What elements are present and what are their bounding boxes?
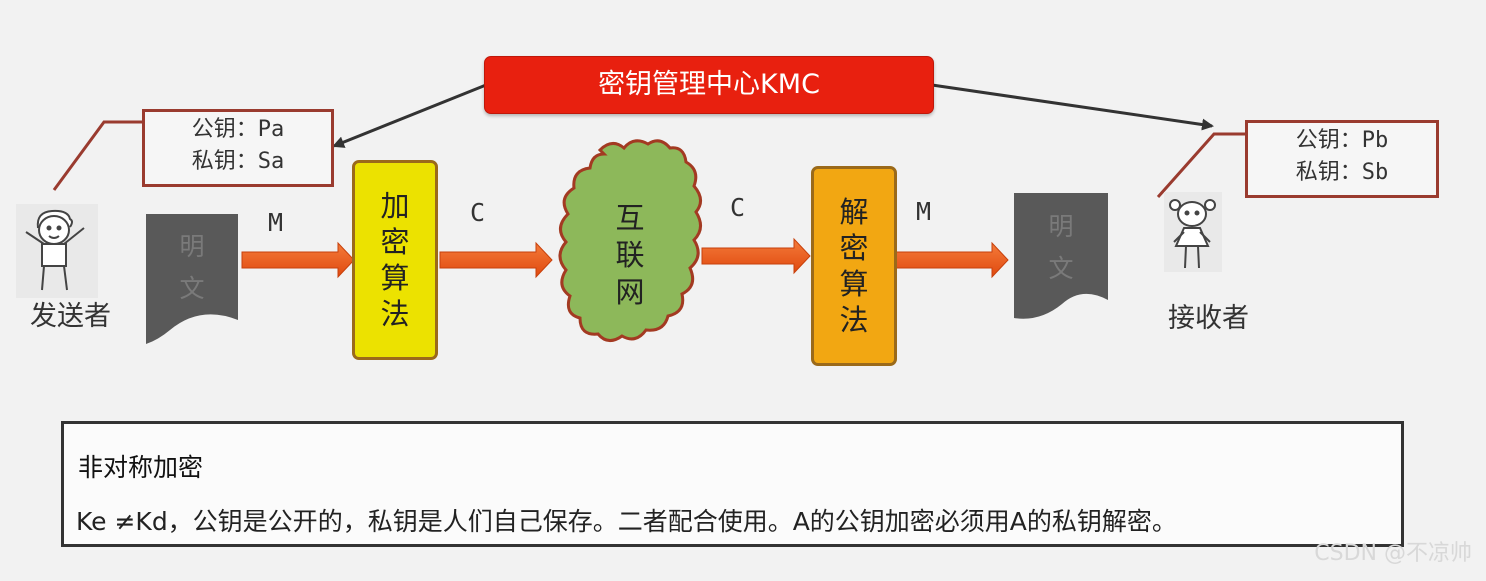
sender-callout-line — [52, 120, 143, 191]
encrypt-char-1: 加 — [380, 189, 410, 223]
encrypt-char-2: 密 — [380, 225, 410, 259]
label-m-left: M — [268, 208, 284, 237]
internet-char-2: 联 — [615, 238, 645, 272]
flow-arrow-m-right — [895, 241, 1009, 279]
decrypt-char-1: 解 — [839, 195, 869, 229]
plaintext-left-char-2: 文 — [179, 274, 205, 303]
kmc-box: 密钥管理中心KMC — [484, 56, 934, 114]
encrypt-char-3: 算 — [380, 261, 410, 295]
internet-char-3: 网 — [615, 275, 645, 309]
plaintext-doc-left-shape — [146, 214, 238, 344]
label-m-right: M — [916, 197, 932, 226]
receiver-callout-line — [1156, 132, 1245, 198]
plaintext-doc-left: 明 文 — [162, 226, 222, 310]
watermark: CSDN @不凉帅 — [1314, 541, 1472, 566]
label-c-right: C — [730, 193, 746, 222]
sender-key-box: 公钥：Pa 私钥：Sa — [142, 109, 334, 187]
sender-label: 发送者 — [30, 301, 111, 332]
plaintext-right-char-2: 文 — [1048, 254, 1074, 283]
receiver-label: 接收者 — [1168, 303, 1249, 334]
plaintext-doc-right: 明 文 — [1031, 206, 1091, 290]
decrypt-char-2: 密 — [839, 231, 869, 265]
decrypt-char-3: 算 — [839, 267, 869, 301]
internet-cloud — [558, 139, 702, 342]
info-box: 非对称加密 Ke ≠Kd，公钥是公开的，私钥是人们自己保存。二者配合使用。A的公… — [61, 421, 1404, 547]
receiver-private-key: 私钥：Sb — [1295, 160, 1389, 185]
flow-arrow-c-right — [701, 237, 811, 275]
flow-arrow-c-left — [439, 241, 553, 279]
decrypt-algorithm-box: 解 密 算 法 — [811, 166, 897, 366]
plaintext-right-char-1: 明 — [1048, 212, 1074, 241]
receiver-figure — [1164, 192, 1222, 272]
kmc-label: 密钥管理中心KMC — [598, 69, 820, 100]
info-body: Ke ≠Kd，公钥是公开的，私钥是人们自己保存。二者配合使用。A的公钥加密必须用… — [76, 507, 1177, 536]
info-title: 非对称加密 — [78, 453, 204, 482]
encrypt-algorithm-box: 加 密 算 法 — [352, 160, 438, 360]
kmc-to-sender-arrow — [332, 83, 487, 148]
label-c-left: C — [470, 198, 486, 227]
receiver-public-key: 公钥：Pb — [1295, 128, 1389, 153]
flow-arrow-m-left — [241, 241, 355, 279]
plaintext-doc-right-shape — [1014, 193, 1108, 319]
receiver-key-box: 公钥：Pb 私钥：Sb — [1245, 120, 1439, 198]
sender-private-key: 私钥：Sa — [191, 149, 285, 174]
encrypt-char-4: 法 — [380, 297, 410, 331]
plaintext-left-char-1: 明 — [179, 232, 205, 261]
sender-public-key: 公钥：Pa — [191, 117, 285, 142]
internet-char-1: 互 — [615, 201, 645, 235]
sender-figure — [16, 204, 98, 298]
decrypt-char-4: 法 — [839, 303, 869, 337]
kmc-to-receiver-arrow — [931, 83, 1214, 131]
internet-label: 互 联 网 — [610, 200, 650, 311]
